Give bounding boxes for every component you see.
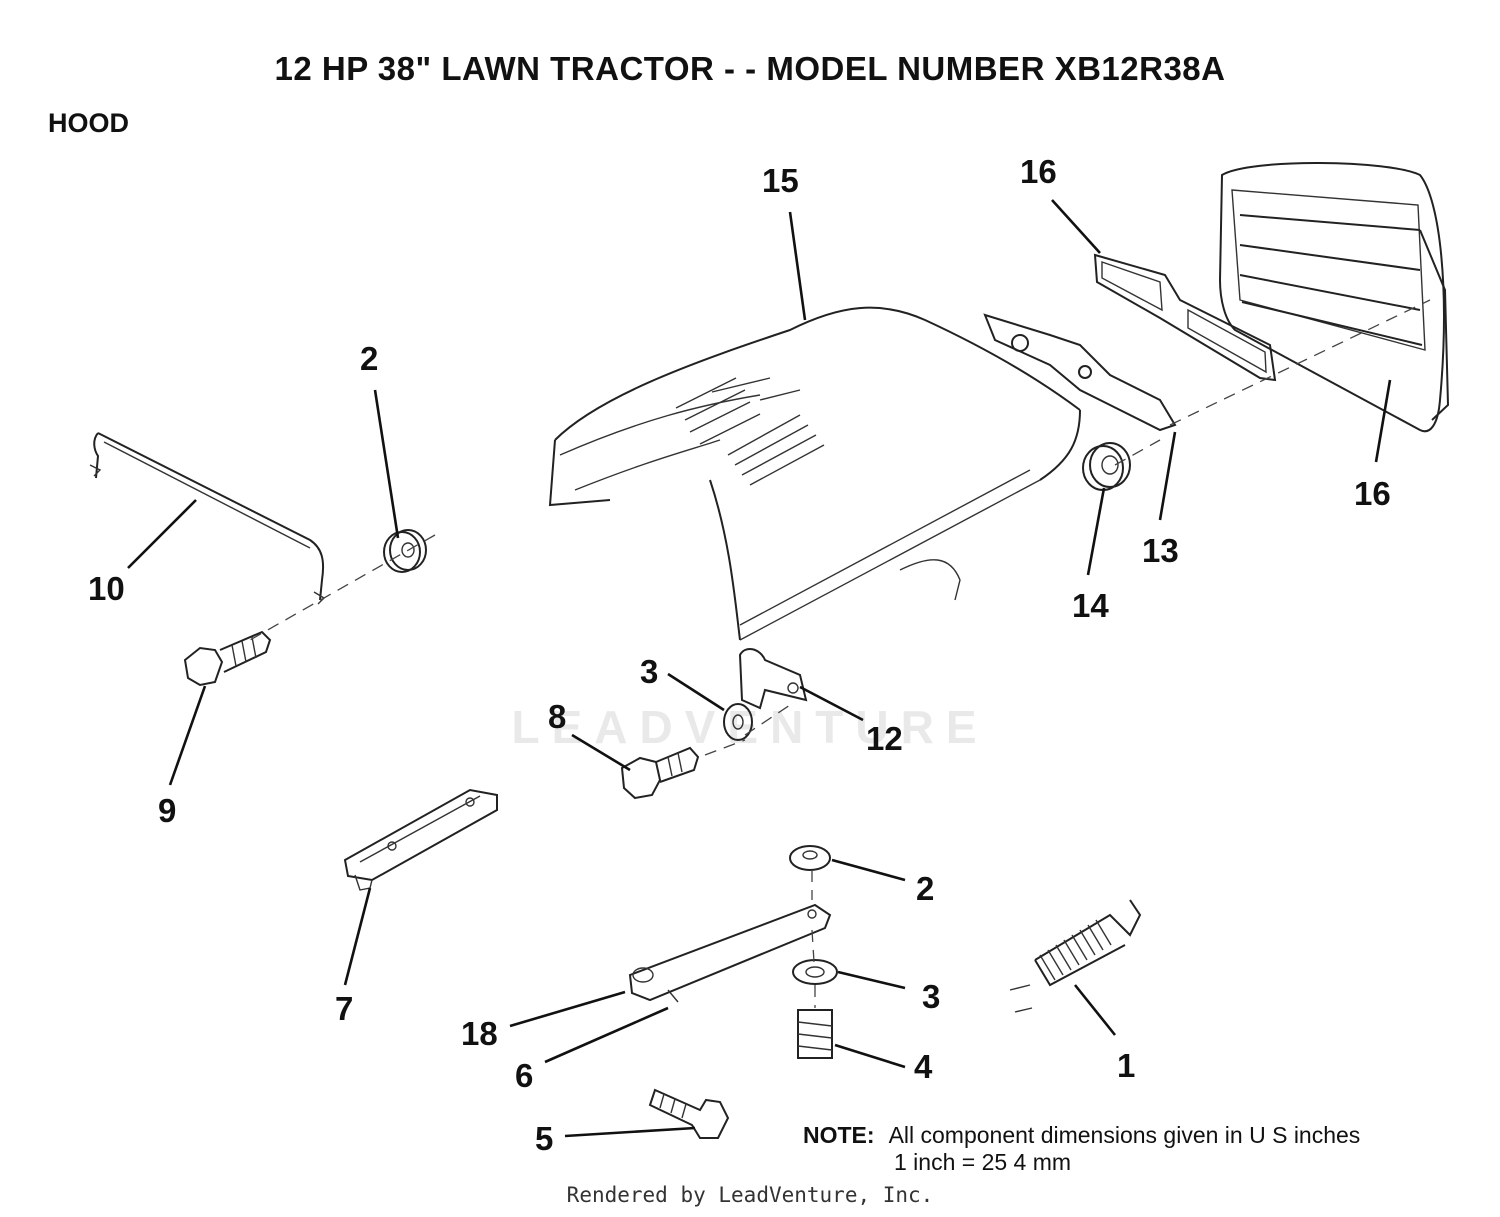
part-bolt-9: [183, 630, 272, 687]
callout-13: 16: [1354, 475, 1391, 512]
callout-14: 12: [866, 720, 903, 757]
part-bolt-8: [620, 746, 700, 800]
callout-3-lower: 3: [922, 978, 940, 1015]
note-line-2: 1 inch = 25 4 mm: [894, 1149, 1072, 1175]
callout-10: 10: [88, 570, 125, 607]
callout-16: 14: [1072, 587, 1109, 624]
assembly-lines: [249, 299, 1431, 1008]
callout-numbers: 15 16 16 13 14 2 10 9 3 8 12 7 2 3 4 18 …: [88, 153, 1391, 1157]
dimensions-note: NOTE: All component dimensions given in U…: [803, 1122, 1360, 1176]
callout-11: 15: [762, 162, 799, 199]
leader-lines: [127, 199, 1392, 1138]
part-washer-lower: [792, 959, 838, 985]
callout-1: 1: [1117, 1047, 1135, 1084]
part-spring: [1009, 899, 1142, 1013]
callout-9: 9: [158, 792, 176, 829]
section-label: HOOD: [48, 108, 129, 138]
note-line-1: All component dimensions given in U S in…: [888, 1122, 1361, 1148]
part-spacer: [797, 1009, 833, 1059]
part-hood: [548, 306, 1081, 641]
part-bushing: [1082, 442, 1131, 491]
callout-2-upper: 2: [360, 340, 378, 377]
part-nut-lower: [789, 845, 831, 871]
diagram-title: 12 HP 38" LAWN TRACTOR - - MODEL NUMBER …: [274, 50, 1226, 87]
part-bolt-5: [648, 1088, 730, 1139]
part-grille: [1218, 162, 1450, 433]
part-emblem: [1093, 253, 1277, 382]
callout-7: 7: [335, 990, 353, 1027]
rendered-by-footer: Rendered by LeadVenture, Inc.: [566, 1183, 934, 1207]
callout-15: 13: [1142, 532, 1179, 569]
callout-8: 8: [548, 698, 566, 735]
note-label: NOTE:: [803, 1122, 875, 1148]
callout-3-upper: 3: [640, 653, 658, 690]
callout-12: 16: [1020, 153, 1057, 190]
part-hood-bracket: [738, 648, 808, 710]
part-emblem-bracket: [983, 313, 1177, 432]
part-washer-upper: [723, 703, 753, 741]
part-nut-upper: [383, 529, 427, 573]
callout-2-lower: 2: [916, 870, 934, 907]
part-link-arm: [628, 903, 832, 1003]
callout-4: 4: [914, 1048, 933, 1085]
callout-6: 6: [515, 1057, 533, 1094]
callout-18: 18: [461, 1015, 498, 1052]
part-latch-bar: [343, 788, 498, 891]
callout-5: 5: [535, 1120, 553, 1157]
part-hood-rod: [89, 432, 326, 605]
